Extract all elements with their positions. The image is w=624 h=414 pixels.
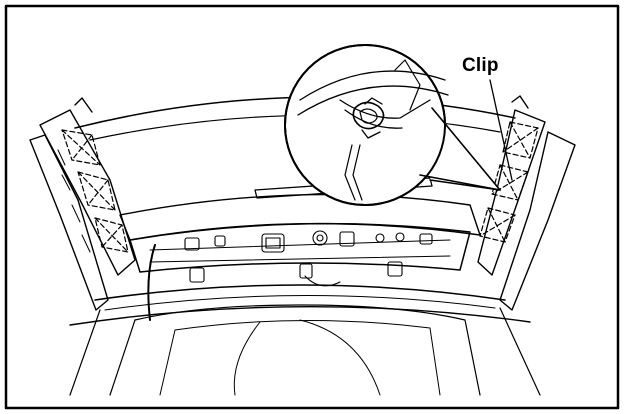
right-pillar-trim [477, 95, 576, 311]
clip-callout-label: Clip [462, 55, 499, 76]
clip-leader-line [489, 79, 513, 181]
trim-components [147, 230, 433, 321]
figure-border [4, 4, 620, 410]
hatch-opening [94, 284, 506, 301]
detail-magnifier [284, 44, 501, 206]
left-pillar-trim [29, 97, 136, 311]
header-trim-panel [129, 222, 471, 273]
